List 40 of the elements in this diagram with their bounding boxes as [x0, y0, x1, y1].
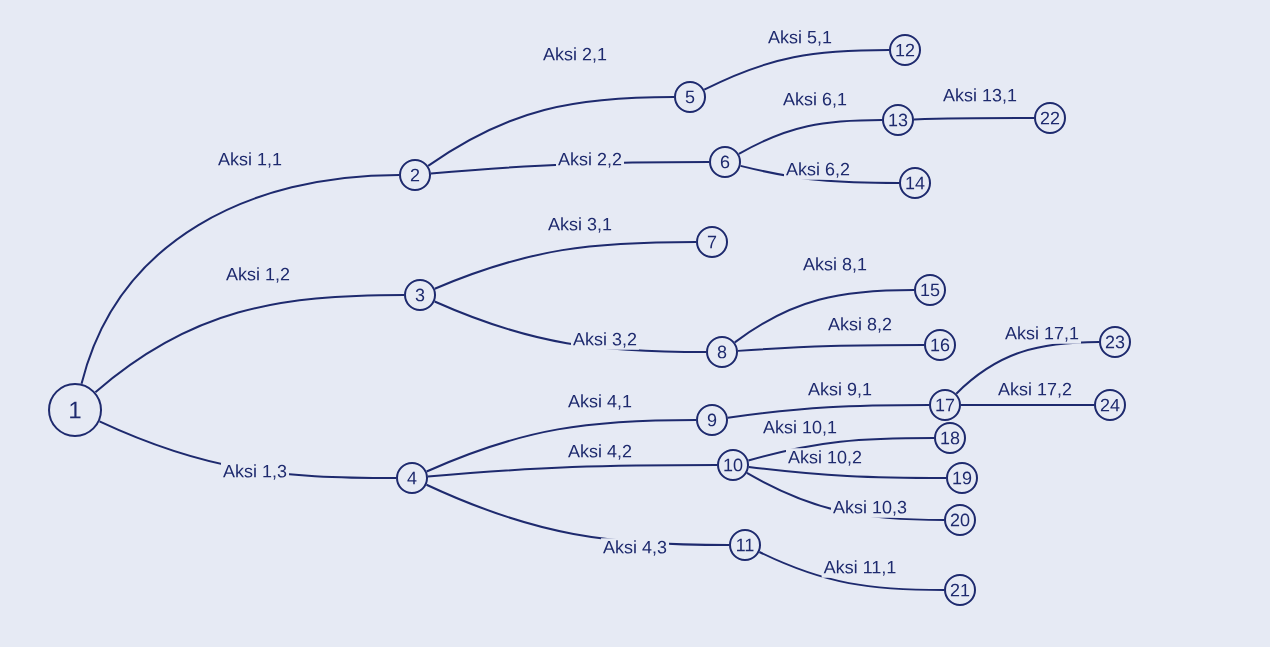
edge-label: Aksi 4,2	[566, 442, 634, 462]
edge-label: Aksi 1,2	[224, 265, 293, 285]
edge-label: Aksi 11,1	[821, 558, 899, 578]
connector-line	[426, 464, 718, 478]
edge-label: Aksi 13,1	[941, 86, 1019, 106]
connector-line	[747, 437, 935, 462]
connector-line	[80, 174, 400, 385]
connector-line	[425, 419, 697, 473]
edge-label: Aksi 8,2	[826, 315, 894, 335]
edge-label: Aksi 6,1	[781, 90, 849, 110]
edge-label: Aksi 8,1	[801, 255, 869, 275]
connector-line	[726, 404, 930, 419]
connector-line	[94, 294, 405, 394]
edge-label: Aksi 3,1	[546, 215, 614, 235]
connector-line	[960, 404, 1095, 406]
connector-line	[955, 341, 1100, 395]
connector-line	[747, 465, 947, 479]
edge-label: Aksi 10,1	[761, 418, 840, 438]
edge-label: Aksi 17,2	[996, 380, 1074, 400]
connector-line	[733, 289, 915, 344]
edge-label: Aksi 2,2	[556, 150, 624, 170]
edge-label: Aksi 3,2	[571, 330, 639, 350]
edge-label: Aksi 9,1	[806, 380, 874, 400]
edge-label: Aksi 17,1	[1003, 324, 1081, 344]
connector-line	[736, 344, 925, 352]
edge-label: Aksi 10,2	[786, 448, 865, 468]
edge-label: Aksi 4,1	[566, 392, 634, 412]
edge-label: Aksi 10,3	[831, 498, 909, 518]
edge-label: Aksi 5,1	[766, 28, 834, 48]
connector-line	[737, 119, 883, 155]
connector-line	[427, 96, 675, 167]
connector-line	[703, 49, 890, 91]
connector-line	[433, 241, 697, 290]
connector-line	[913, 117, 1035, 121]
edge-label: Aksi 1,3	[221, 462, 289, 482]
edge-label: Aksi 1,1	[216, 150, 284, 170]
edge-label: Aksi 2,1	[541, 45, 609, 65]
edge-label: Aksi 4,3	[601, 538, 669, 558]
edge-label: Aksi 6,2	[784, 160, 852, 180]
connector-line	[758, 551, 945, 591]
